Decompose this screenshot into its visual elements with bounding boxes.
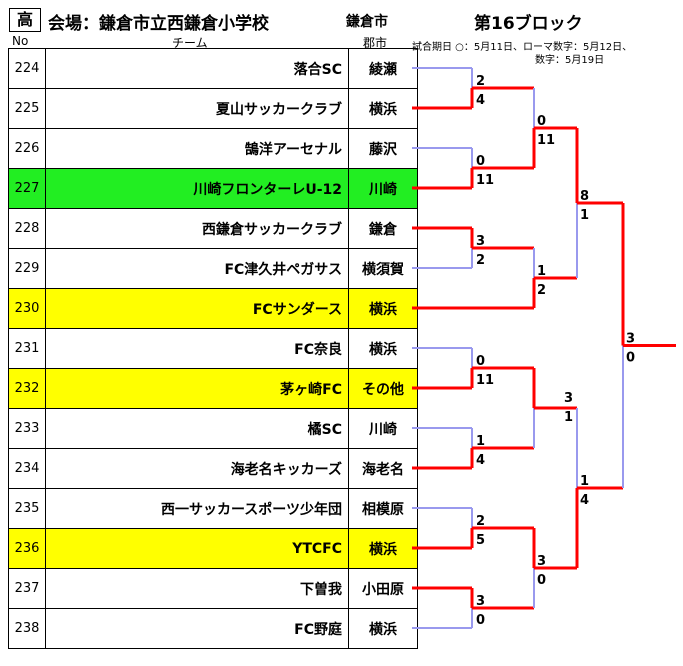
score-label: 1 [476, 434, 485, 449]
venue-title: 会場：鎌倉市立西鎌倉小学校 [48, 14, 269, 34]
team-number: 230 [8, 288, 46, 329]
category-badge: 高 [9, 8, 41, 32]
score-label: 5 [476, 533, 485, 548]
team-name: FC野庭 [45, 608, 349, 649]
date-note-line2: 数字：5月19日 [535, 55, 605, 66]
score-label: 8 [580, 189, 589, 204]
score-label: 2 [476, 253, 485, 268]
score-label: 2 [537, 283, 546, 298]
team-number: 236 [8, 528, 46, 569]
score-label: 2 [476, 74, 485, 89]
score-label: 3 [564, 391, 573, 406]
team-prefecture: 横浜 [348, 328, 418, 369]
team-name: 夏山サッカークラブ [45, 88, 349, 129]
column-header-pref: 郡市 [363, 36, 388, 50]
team-number: 232 [8, 368, 46, 409]
score-label: 4 [580, 493, 589, 508]
score-label: 11 [476, 373, 494, 388]
score-label: 2 [476, 514, 485, 529]
team-number: 225 [8, 88, 46, 129]
column-header-no: No [12, 34, 29, 48]
date-note-line1: 試合期日 ○：5月11日、ローマ数字：5月12日、 [412, 42, 633, 53]
team-prefecture: 横須賀 [348, 248, 418, 289]
score-label: 0 [476, 613, 485, 628]
team-prefecture: 鎌倉 [348, 208, 418, 249]
team-name: 西一サッカースポーツ少年団 [45, 488, 349, 529]
score-label: 3 [476, 594, 485, 609]
score-label: 0 [537, 114, 546, 129]
score-label: 4 [476, 453, 485, 468]
team-prefecture: 川崎 [348, 168, 418, 209]
team-name: 西鎌倉サッカークラブ [45, 208, 349, 249]
column-header-team: チーム [172, 36, 208, 50]
team-name: 鵠洋アーセナル [45, 128, 349, 169]
team-prefecture: 横浜 [348, 88, 418, 129]
score-label: 0 [537, 573, 546, 588]
score-label: 11 [476, 173, 494, 188]
team-prefecture: 横浜 [348, 608, 418, 649]
team-number: 238 [8, 608, 46, 649]
team-name: YTCFC [45, 528, 349, 569]
score-label: 1 [580, 474, 589, 489]
team-number: 234 [8, 448, 46, 489]
team-prefecture: 海老名 [348, 448, 418, 489]
team-name: 落合SC [45, 48, 349, 89]
score-label: 4 [476, 93, 485, 108]
team-prefecture: 横浜 [348, 528, 418, 569]
score-label: 11 [537, 133, 555, 148]
score-label: 3 [537, 554, 546, 569]
score-label: 0 [626, 351, 635, 366]
block-title: 第16ブロック [474, 14, 583, 34]
team-name: 海老名キッカーズ [45, 448, 349, 489]
team-name: 川崎フロンターレU-12 [45, 168, 349, 209]
venue-city: 鎌倉市 [346, 14, 388, 30]
score-label: 3 [476, 234, 485, 249]
score-label: 0 [476, 154, 485, 169]
team-number: 228 [8, 208, 46, 249]
team-number: 235 [8, 488, 46, 529]
score-label: 1 [580, 208, 589, 223]
team-number: 233 [8, 408, 46, 449]
team-number: 224 [8, 48, 46, 89]
score-label: 3 [626, 332, 635, 347]
score-label: 0 [476, 354, 485, 369]
team-prefecture: 藤沢 [348, 128, 418, 169]
team-name: 茅ヶ崎FC [45, 368, 349, 409]
score-label: 1 [537, 264, 546, 279]
team-number: 237 [8, 568, 46, 609]
team-number: 227 [8, 168, 46, 209]
team-name: 下曽我 [45, 568, 349, 609]
score-label: 1 [564, 410, 573, 425]
team-name: 橘SC [45, 408, 349, 449]
